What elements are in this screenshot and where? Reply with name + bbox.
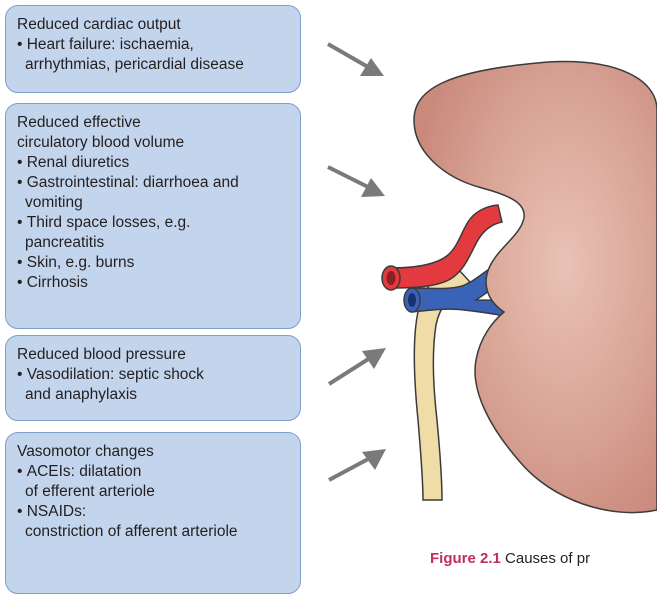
caption-text: Causes of pr (505, 550, 590, 567)
figure-label: Figure 2.1 (430, 550, 501, 567)
figure-caption: Figure 2.1 Causes of pr (430, 550, 657, 567)
arrow-icon-1 (328, 44, 384, 76)
arrow-icon-3 (329, 348, 386, 384)
arrow-icon-4 (329, 449, 386, 480)
arrow-icon-2 (328, 167, 385, 197)
